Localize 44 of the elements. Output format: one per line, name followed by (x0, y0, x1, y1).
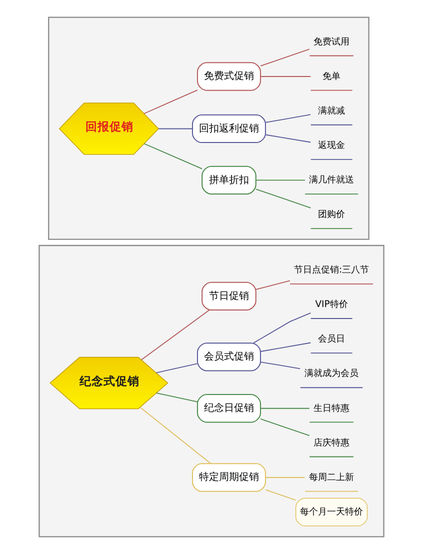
node-box: 拼单折扣 (202, 166, 256, 195)
node-box: 回扣返利促销 (192, 114, 266, 144)
node-text: 满几件就送 (309, 174, 354, 186)
connector (265, 477, 306, 478)
node-text: 免费试用 (314, 36, 350, 48)
node-box: 会员式促销 (196, 342, 261, 372)
connector (144, 90, 198, 114)
connector (156, 363, 198, 374)
node-box: 节日促销 (202, 282, 256, 311)
node-text: 返现金 (318, 140, 346, 152)
connector (265, 134, 312, 143)
node-text: 每周二上新 (309, 472, 354, 483)
connector (253, 312, 312, 344)
connector (256, 188, 312, 208)
cluster (38, 244, 384, 538)
connector (260, 342, 312, 352)
connector (265, 114, 312, 123)
connector (265, 489, 296, 501)
connector (260, 418, 310, 436)
node-text: 满就减 (318, 105, 346, 116)
node-box: 特定周期促销 (192, 463, 266, 492)
connector (260, 408, 310, 409)
connector (140, 406, 212, 464)
node-box: 免费式促销 (196, 62, 261, 91)
connector (158, 128, 193, 130)
connector (156, 392, 198, 402)
connector (144, 143, 203, 170)
node-text: VIP特价 (315, 299, 348, 310)
node-text: 免单 (322, 70, 341, 82)
node-text: 节日点促销:三八节 (294, 264, 370, 276)
connector (260, 76, 312, 77)
node-box: 纪念日促销 (196, 394, 261, 423)
node-text: 满就成为会员 (304, 368, 359, 380)
node-text: 团购价 (318, 209, 346, 220)
connector (256, 180, 306, 181)
node-box: 每个月一天特价 (295, 498, 368, 526)
node-text: 店庆特惠 (314, 437, 350, 448)
cluster (48, 16, 370, 240)
connector (141, 310, 210, 360)
connector (256, 280, 290, 290)
node-text: 生日特惠 (314, 402, 350, 414)
connector (260, 48, 310, 66)
node-text: 会员日 (318, 334, 346, 345)
connector (260, 362, 301, 370)
